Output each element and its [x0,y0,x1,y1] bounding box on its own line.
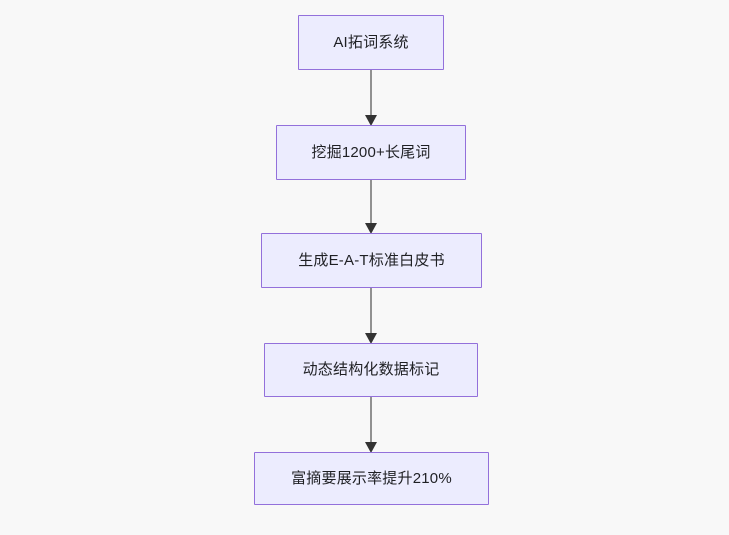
flow-node-3[interactable]: 生成E-A-T标准白皮书 [261,233,482,288]
flow-node-4[interactable]: 动态结构化数据标记 [264,343,478,397]
flow-edge-3 [365,286,377,344]
flow-node-5[interactable]: 富摘要展示率提升210% [254,452,489,505]
flow-node-1[interactable]: AI拓词系统 [298,15,444,70]
flow-node-label: 动态结构化数据标记 [302,361,440,378]
flow-node-label: 挖掘1200+长尾词 [311,143,431,161]
flow-node-2[interactable]: 挖掘1200+长尾词 [276,125,466,180]
flow-edge-4 [365,395,377,453]
flow-edge-2 [365,178,377,234]
flow-node-label: AI拓词系统 [333,33,409,51]
flow-node-label: 生成E-A-T标准白皮书 [298,251,445,269]
flow-node-label: 富摘要展示率提升210% [291,469,452,487]
flow-edge-1 [365,68,377,126]
